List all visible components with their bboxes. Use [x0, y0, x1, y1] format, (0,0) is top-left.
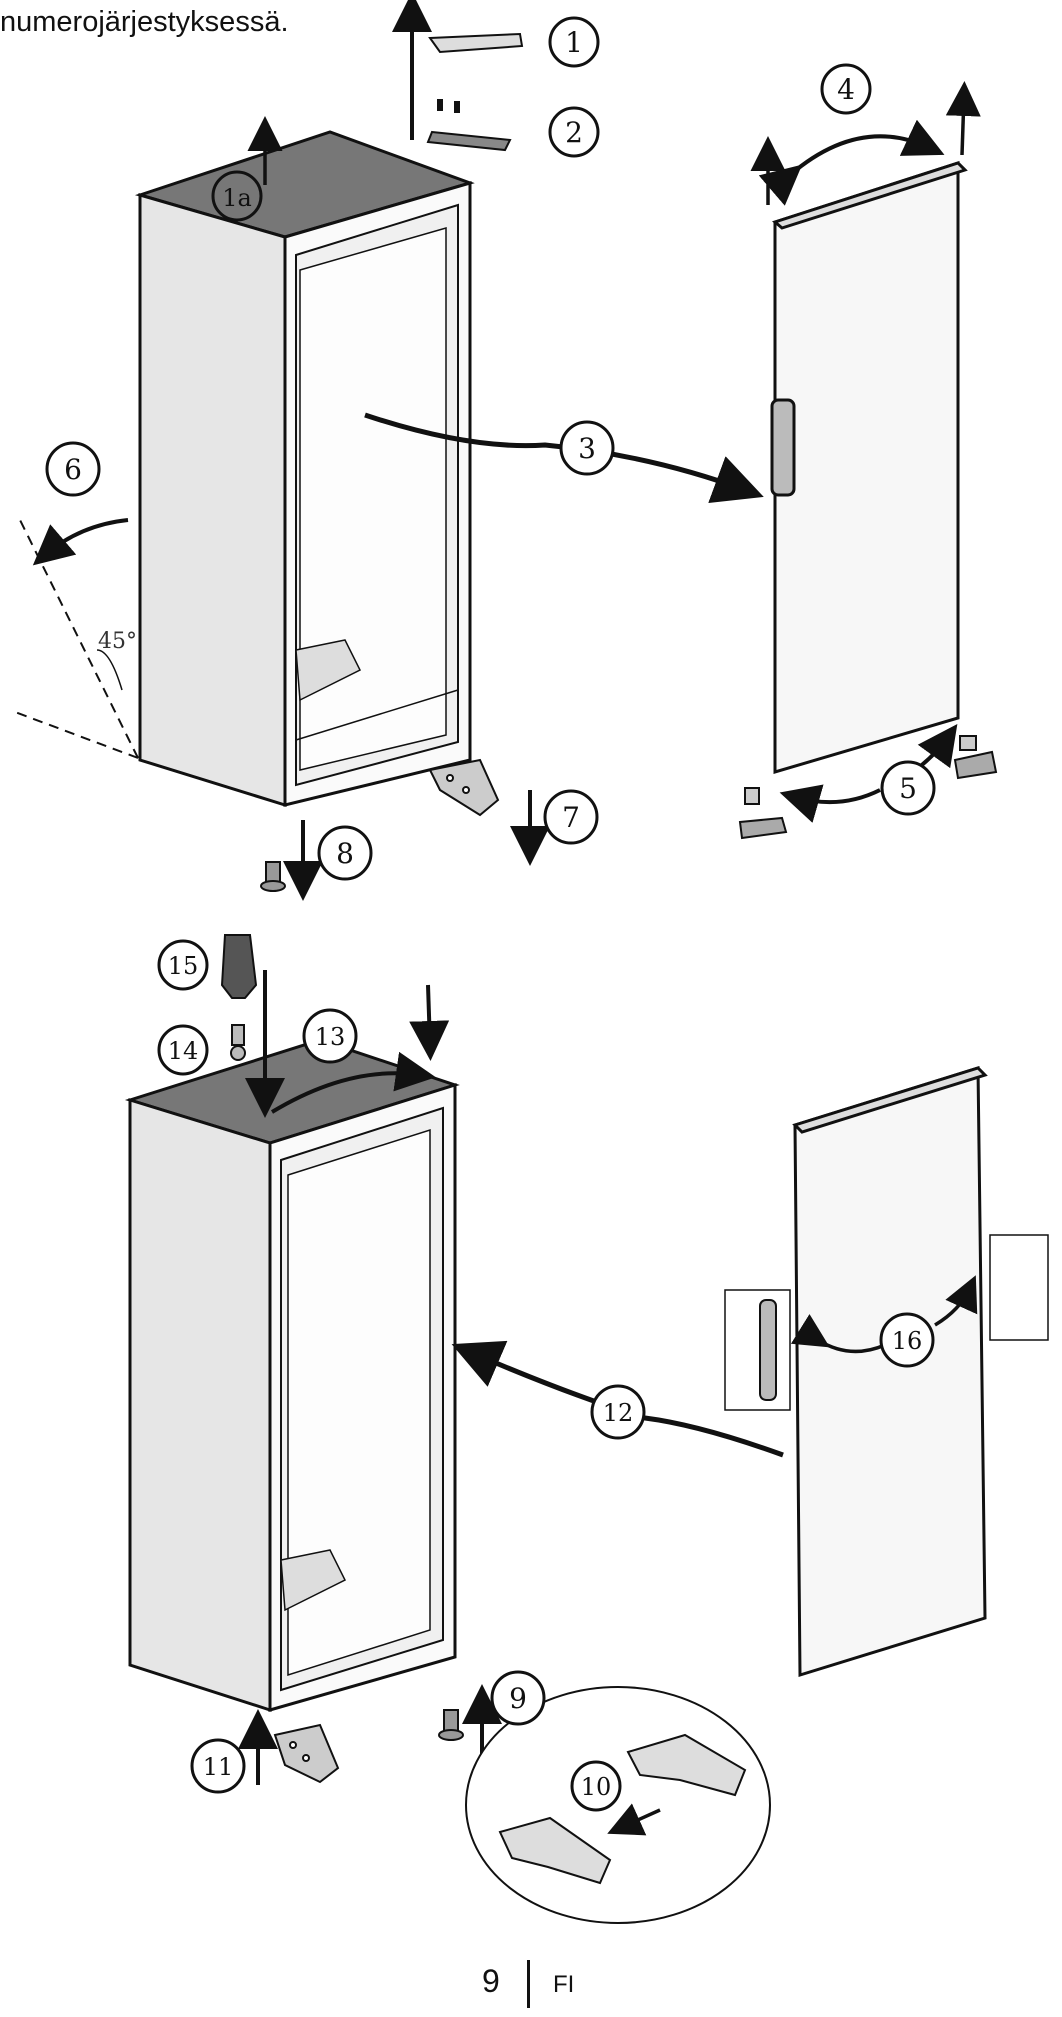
hinge-cover-cap: [220, 934, 258, 1061]
bottom-hinge-top: [428, 758, 500, 817]
handle-detail: [724, 1234, 1049, 1411]
svg-text:14: 14: [168, 1037, 199, 1065]
svg-text:13: 13: [315, 1023, 346, 1051]
svg-text:1a: 1a: [222, 184, 252, 212]
angle-label: 45°: [98, 629, 137, 654]
step-badge-4: 4: [820, 63, 872, 115]
step-badge-5: 5: [880, 760, 936, 816]
svg-text:8: 8: [336, 837, 354, 870]
svg-text:16: 16: [892, 1327, 923, 1355]
arrow-move-door-3: [364, 412, 764, 504]
cabinet-inner-wall: [299, 227, 447, 771]
language-code: FI: [553, 1971, 575, 1998]
top-cover-part: [428, 32, 524, 54]
step-badge-7: 7: [543, 789, 599, 845]
svg-text:2: 2: [565, 116, 583, 149]
arrow-move-13: [270, 1051, 436, 1114]
svg-text:9: 9: [509, 1682, 527, 1715]
adjustable-foot: [260, 861, 286, 892]
step-badge-6: 6: [45, 441, 101, 497]
svg-text:7: 7: [562, 801, 580, 834]
svg-text:1: 1: [565, 26, 583, 59]
svg-text:5: 5: [899, 772, 917, 805]
door-bottom-pins: [738, 735, 998, 840]
cabinet2-left-side: [128, 1097, 272, 1713]
hinge-flip-detail: [498, 1733, 747, 1885]
door-bottom-right: [792, 1065, 988, 1678]
step-badge-11: 11: [190, 1738, 246, 1794]
svg-text:11: 11: [203, 1753, 234, 1781]
tilt-arrow: [32, 518, 129, 566]
bottom-hinge-left: [273, 1723, 340, 1784]
arrow-10: [607, 1803, 661, 1836]
step-badge-2: 2: [548, 106, 600, 158]
step-badge-1: 1: [548, 16, 600, 68]
arrow-move-door-12: [451, 1340, 784, 1458]
arrow-16-left: [790, 1314, 886, 1354]
step-badge-12: 12: [590, 1384, 646, 1440]
footer-divider: [527, 1960, 530, 2008]
step-badge-16: 16: [879, 1312, 935, 1368]
step-badge-9: 9: [490, 1670, 546, 1726]
svg-text:3: 3: [578, 432, 596, 465]
step-badge-15: 15: [157, 939, 209, 991]
step-badge-3: 3: [559, 420, 615, 476]
door-top-right: [770, 160, 968, 775]
svg-text:6: 6: [64, 453, 82, 486]
fridge-cabinet-bottom: [124, 1038, 460, 1713]
arrow-up-door-right: [945, 81, 981, 156]
step-badge-10: 10: [570, 1760, 622, 1812]
intro-text: numerojärjestyksessä.: [0, 6, 289, 38]
svg-text:15: 15: [168, 952, 199, 980]
step-badge-13: 13: [302, 1008, 358, 1064]
step-badges: 1 2 1a 3 4 5 6 7 8 15 14 13 16 12 9 11 1…: [45, 16, 936, 1812]
cabinet2-shelf: [280, 1549, 347, 1612]
svg-text:12: 12: [603, 1399, 634, 1427]
door-handle: [770, 398, 796, 497]
step-badge-14: 14: [157, 1024, 209, 1076]
page-number: 9: [482, 1963, 500, 1999]
fridge-cabinet-top: [134, 130, 475, 808]
step-badge-1a: 1a: [211, 170, 263, 222]
arrow-down-13: [409, 984, 450, 1061]
step-badge-8: 8: [317, 825, 373, 881]
svg-text:4: 4: [837, 73, 855, 106]
svg-text:10: 10: [581, 1773, 612, 1801]
cabinet-left-side: [138, 193, 287, 808]
arrow-swap-4: [758, 119, 945, 206]
arrow-16-right: [934, 1275, 978, 1327]
arrow-pin-5-left: [779, 784, 881, 823]
cabinet2-inner-wall: [287, 1128, 431, 1677]
angle-arc: [96, 649, 123, 691]
arrow-pin-5-right: [916, 724, 958, 770]
adjustable-foot-bottom: [438, 1709, 464, 1741]
cabinet-shelf: [295, 639, 362, 702]
top-hinge-part: [426, 99, 512, 152]
